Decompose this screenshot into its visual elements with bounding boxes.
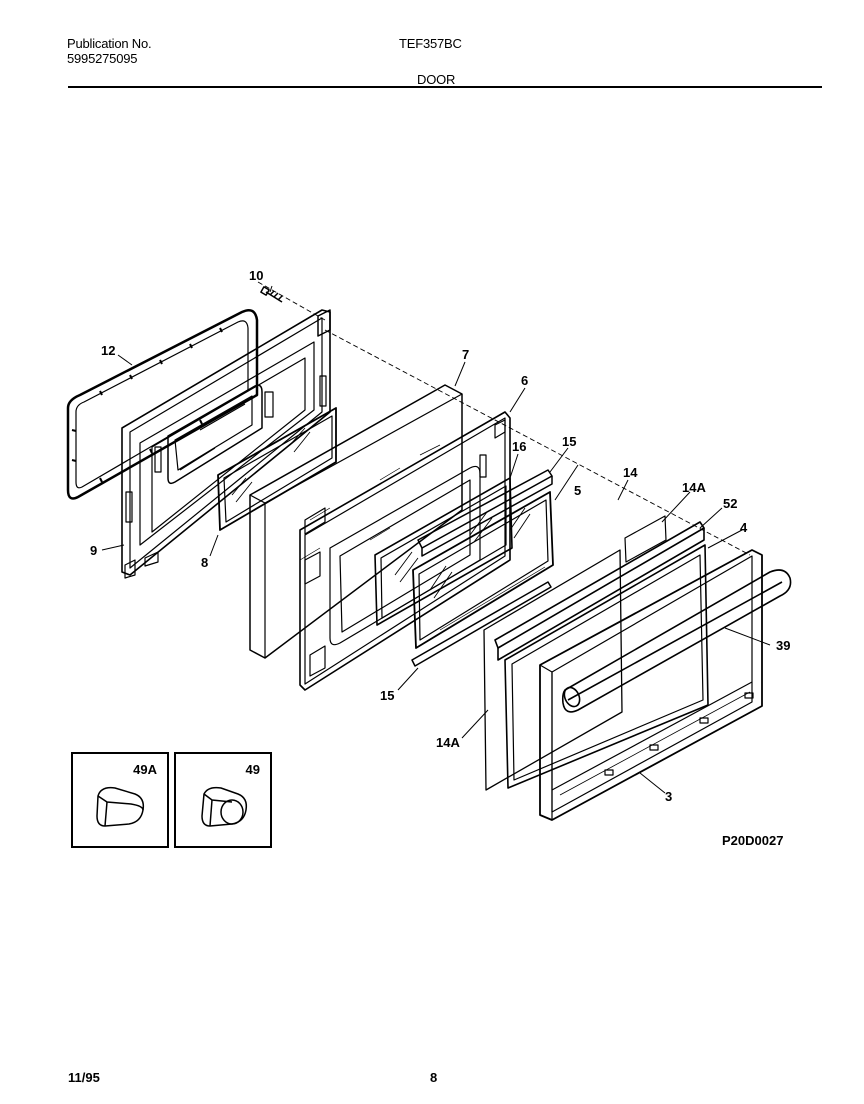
footer-date: 11/95 [68,1070,100,1085]
part-15-upper-retainer [417,469,553,557]
part-5-outer-glass [412,491,554,649]
part-15-lower-retainer [411,581,552,667]
callout-16: 16 [512,439,526,454]
diagram-code: P20D0027 [722,833,784,848]
callout-8: 8 [201,555,208,570]
part-7-insulation [249,384,463,659]
part-9-inner-door [121,309,331,579]
inset-label-49a: 49A [133,762,157,777]
callout-52: 52 [723,496,737,511]
callout-3: 3 [665,789,672,804]
part-12-gasket [66,309,259,500]
callout-12: 12 [101,343,115,358]
callout-14: 14 [623,465,638,480]
part-4-outer-glass [504,544,709,789]
callout-15-lower: 15 [380,688,394,703]
knob-icon [96,786,145,827]
leader-lines [101,285,771,794]
part-10-screw [260,286,283,303]
page-number: 8 [430,1070,438,1085]
part-52-trim [494,521,705,661]
inset-label-49: 49 [245,762,260,777]
callout-14a-top: 14A [682,480,706,495]
callout-15-upper: 15 [562,434,576,449]
inset-knob-49: 49 [174,752,272,848]
inset-knob-49a: 49A [71,752,169,848]
publication-label: Publication No. [67,36,152,51]
callout-5: 5 [574,483,581,498]
part-14-outer-panel [483,549,623,791]
section-title: DOOR [417,72,456,87]
part-8-inner-glass [217,407,337,531]
callout-39: 39 [776,638,790,653]
part-39-handle [561,569,792,713]
publication-number: 5995275095 [67,51,138,66]
callout-10: 10 [249,268,263,283]
model-number: TEF357BC [399,36,462,51]
callout-7: 7 [462,347,469,362]
part-14a-trim [624,515,667,563]
header-rule [68,86,822,88]
knob-with-skirt-icon [201,786,248,827]
part-16-middle-glass [374,477,513,626]
callout-14a-bottom: 14A [436,735,460,750]
callout-4: 4 [740,520,748,535]
part-3-door-frame [539,549,763,821]
alignment-guides [257,281,751,556]
callout-9: 9 [90,543,97,558]
gasket-clips [71,327,223,483]
callout-6: 6 [521,373,528,388]
